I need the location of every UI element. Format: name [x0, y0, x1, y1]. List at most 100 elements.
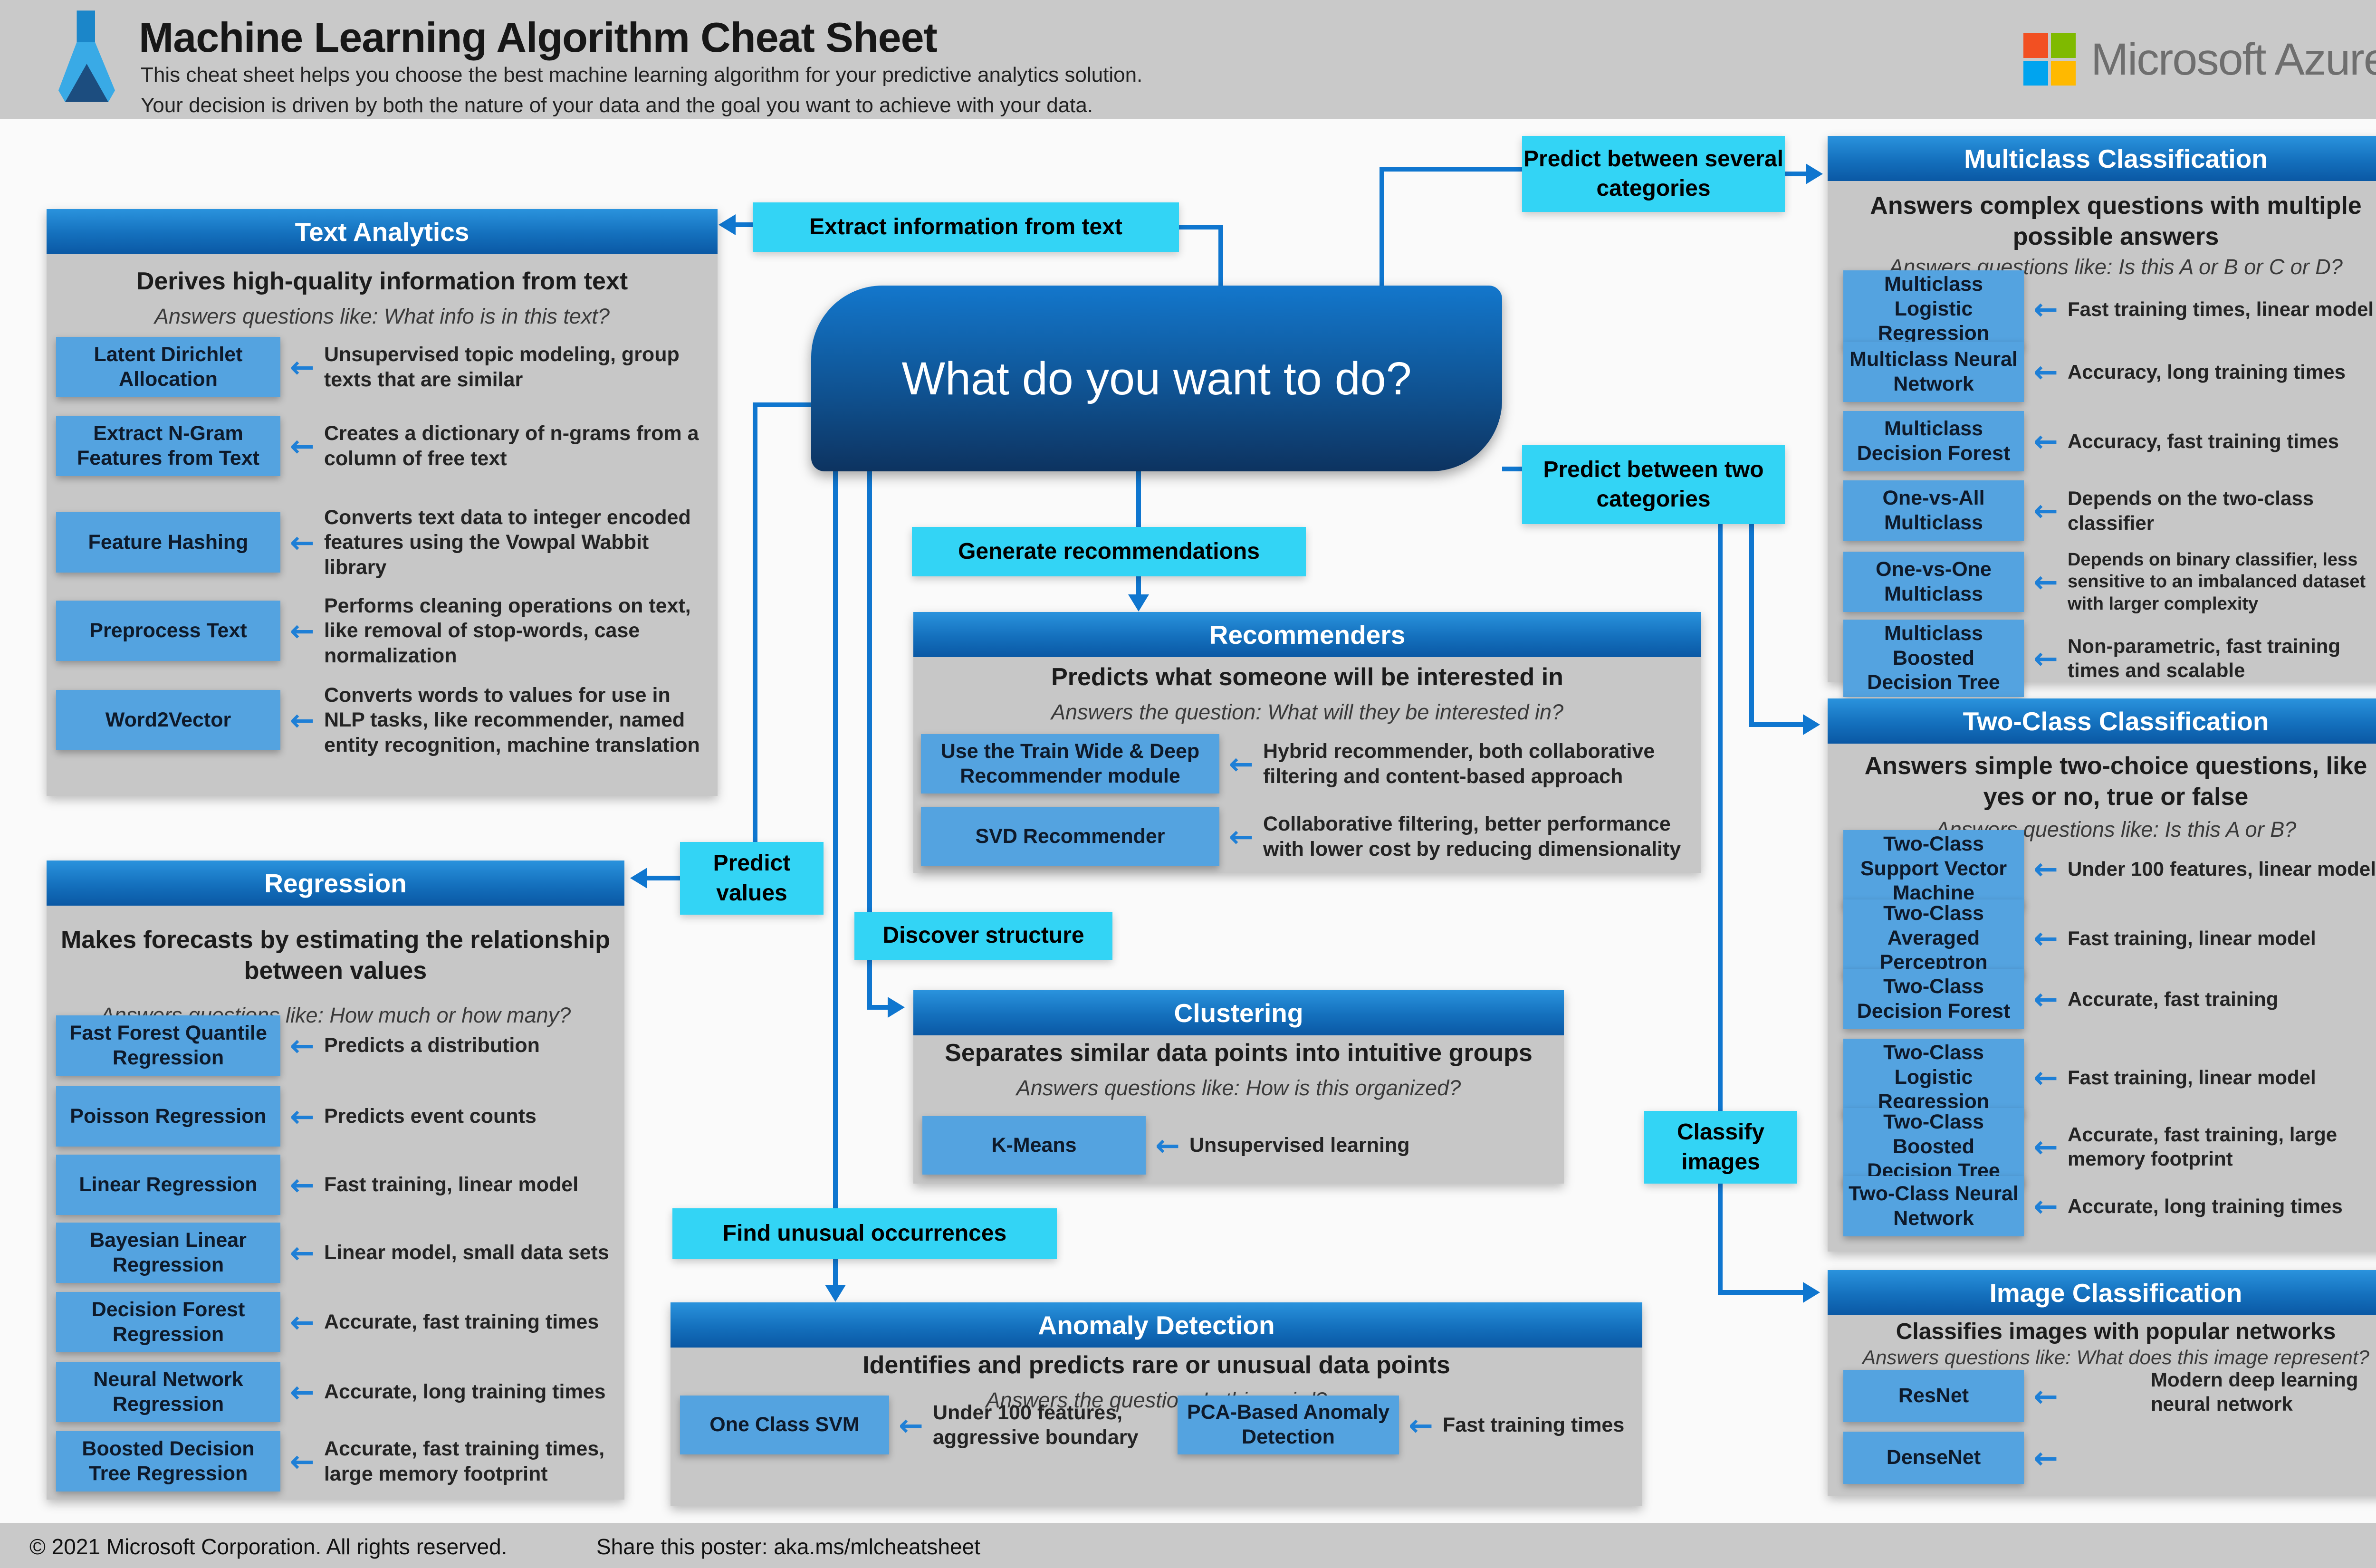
algo-row: Feature Hashing ← Converts text data to … [56, 505, 711, 580]
algorithm-button-feature-hashing[interactable]: Feature Hashing [56, 512, 280, 573]
algorithm-button-neural-network-regression[interactable]: Neural Network Regression [56, 1362, 280, 1422]
algo-row: Decision Forest Regression ← Accurate, f… [56, 1292, 618, 1352]
algo-row: Word2Vector ← Converts words to values f… [56, 683, 711, 757]
panel-description: Separates similar data points into intui… [945, 1039, 1533, 1067]
connector [753, 402, 757, 843]
algorithm-note: Unsupervised topic modeling, group texts… [324, 343, 680, 391]
algorithm-button-decision-forest-regression[interactable]: Decision Forest Regression [56, 1292, 280, 1352]
left-arrow-icon: ← [1229, 819, 1254, 854]
algorithm-note: Unsupervised learning [1189, 1134, 1410, 1157]
algo-row: Preprocess Text ← Performs cleaning oper… [56, 593, 711, 668]
algorithm-button-two-class-support-vector-machine[interactable]: Two-Class Support Vector Machine [1843, 830, 2024, 908]
algorithm-button-two-class-neural-network[interactable]: Two-Class Neural Network [1843, 1176, 2024, 1236]
algo-row: Two-Class Support Vector Machine ← Under… [1843, 830, 2376, 908]
algorithm-button-poisson-regression[interactable]: Poisson Regression [56, 1086, 280, 1147]
algorithm-note: Fast training times [1442, 1413, 1625, 1436]
ms-square-red [2023, 33, 2048, 58]
algorithm-note: Accurate, fast training, large memory fo… [2067, 1123, 2338, 1170]
panel-regression: Regression Makes forecasts by estimating… [47, 860, 624, 1500]
algorithm-note: Fast training, linear model [2067, 1066, 2316, 1089]
algorithm-button-densenet[interactable]: DenseNet [1843, 1432, 2024, 1484]
panel-question: Answers questions like: How is this orga… [1016, 1076, 1461, 1100]
panel-title: Recommenders [913, 612, 1701, 657]
algorithm-note: Under 100 features, aggressive boundary [932, 1401, 1139, 1449]
algorithm-note: Accuracy, fast training times [2067, 430, 2339, 452]
panel-description: Classifies images with popular networks [1896, 1319, 2336, 1344]
algorithm-note: Accurate, long training times [2067, 1195, 2343, 1217]
algorithm-note: Performs cleaning operations on text, li… [324, 594, 691, 667]
algorithm-button-word2vector[interactable]: Word2Vector [56, 690, 280, 751]
left-arrow-icon: ← [2033, 982, 2058, 1016]
connector [1380, 167, 1384, 287]
panel-description: Answers complex questions with multiple … [1870, 192, 2362, 250]
algo-row: Multiclass Neural Network ← Accuracy, lo… [1843, 342, 2376, 402]
algorithm-note: Depends on binary classifier, less sensi… [2067, 550, 2366, 614]
algo-row: Latent Dirichlet Allocation ← Unsupervis… [56, 337, 711, 397]
algorithm-button-multiclass-decision-forest[interactable]: Multiclass Decision Forest [1843, 411, 2024, 471]
connector [1136, 471, 1141, 528]
algorithm-button-one-vs-one-multiclass[interactable]: One-vs-One Multiclass [1843, 552, 2024, 612]
algorithm-button-one-vs-all-multiclass[interactable]: One-vs-All Multiclass [1843, 480, 2024, 541]
share-link-text[interactable]: Share this poster: aka.ms/mlcheatsheet [596, 1534, 980, 1559]
algorithm-note: Accuracy, long training times [2067, 360, 2346, 383]
algo-row: Neural Network Regression ← Accurate, lo… [56, 1362, 618, 1422]
page-title: Machine Learning Algorithm Cheat Sheet [139, 14, 938, 61]
panel-title: Two-Class Classification [1828, 698, 2376, 744]
algo-row: Use the Train Wide & Deep Recommender mo… [921, 734, 1695, 794]
algo-row: Bayesian Linear Regression ← Linear mode… [56, 1223, 618, 1283]
algorithm-button-multiclass-neural-network[interactable]: Multiclass Neural Network [1843, 342, 2024, 402]
flow-label-predict-values: Predict values [680, 842, 824, 915]
algorithm-button-preprocess-text[interactable]: Preprocess Text [56, 601, 280, 661]
algorithm-button-resnet[interactable]: ResNet [1843, 1370, 2024, 1422]
algorithm-button-linear-regression[interactable]: Linear Regression [56, 1155, 280, 1215]
algorithm-button-two-class-decision-forest[interactable]: Two-Class Decision Forest [1843, 969, 2024, 1029]
left-arrow-icon: ← [2033, 641, 2058, 676]
panel-text-analytics: Text Analytics Derives high-quality info… [47, 209, 718, 796]
algo-row: Two-Class Averaged Perceptron ← Fast tra… [1843, 899, 2376, 977]
algorithm-button-multiclass-logistic-regression[interactable]: Multiclass Logistic Regression [1843, 270, 2024, 348]
central-question-node: What do you want to do? [811, 286, 1502, 471]
algorithm-button-train-wide-deep-recommender[interactable]: Use the Train Wide & Deep Recommender mo… [921, 734, 1219, 794]
algorithm-note: Hybrid recommender, both collaborative f… [1263, 740, 1655, 788]
algorithm-button-fast-forest-quantile-regression[interactable]: Fast Forest Quantile Regression [56, 1015, 280, 1076]
ms-square-blue [2023, 61, 2048, 86]
algorithm-note: Accurate, fast training times, large mem… [324, 1437, 605, 1485]
left-arrow-icon: ← [290, 1099, 315, 1134]
panel-description: Predicts what someone will be interested… [1051, 663, 1563, 691]
algo-row: Multiclass Logistic Regression ← Fast tr… [1843, 270, 2376, 348]
algorithm-button-boosted-decision-tree-regression[interactable]: Boosted Decision Tree Regression [56, 1431, 280, 1492]
algorithm-button-bayesian-linear-regression[interactable]: Bayesian Linear Regression [56, 1223, 280, 1283]
left-arrow-icon: ← [290, 1375, 315, 1409]
arrowhead-into-multiclass [1806, 163, 1823, 184]
left-arrow-icon: ← [899, 1407, 923, 1443]
algorithm-button-extract-ngram-features[interactable]: Extract N-Gram Features from Text [56, 416, 280, 476]
algo-row: One-vs-One Multiclass ← Depends on binar… [1843, 549, 2376, 615]
algorithm-button-two-class-boosted-decision-tree[interactable]: Two-Class Boosted Decision Tree [1843, 1108, 2024, 1186]
connector [1749, 467, 1754, 727]
connector [1718, 1290, 1804, 1295]
panel-description: Answers simple two-choice questions, lik… [1864, 752, 2367, 811]
arrowhead-into-regression [630, 868, 647, 889]
algorithm-button-pca-based-anomaly-detection[interactable]: PCA-Based Anomaly Detection [1178, 1396, 1399, 1454]
algo-row: SVD Recommender ← Collaborative filterin… [921, 807, 1695, 866]
algorithm-button-k-means[interactable]: K-Means [922, 1116, 1146, 1175]
algorithm-button-multiclass-boosted-decision-tree[interactable]: Multiclass Boosted Decision Tree [1843, 620, 2024, 697]
panel-two-class-classification: Two-Class Classification Answers simple … [1828, 698, 2376, 1252]
connector [1718, 467, 1723, 1295]
panel-question: Answers questions like: What info is in … [154, 304, 610, 328]
algorithm-button-latent-dirichlet-allocation[interactable]: Latent Dirichlet Allocation [56, 337, 280, 397]
algorithm-button-two-class-averaged-perceptron[interactable]: Two-Class Averaged Perceptron [1843, 899, 2024, 977]
algo-row: Boosted Decision Tree Regression ← Accur… [56, 1431, 618, 1492]
algo-row: PCA-Based Anomaly Detection ← Fast train… [1178, 1396, 1634, 1454]
connector [833, 1259, 838, 1286]
algorithm-note: Fast training, linear model [324, 1173, 579, 1196]
algorithm-button-two-class-logistic-regression[interactable]: Two-Class Logistic Regression [1843, 1039, 2024, 1116]
algorithm-note: Accurate, long training times [324, 1380, 606, 1404]
left-arrow-icon: ← [2033, 493, 2058, 528]
algorithm-button-svd-recommender[interactable]: SVD Recommender [921, 807, 1219, 866]
panel-description: Identifies and predicts rare or unusual … [862, 1351, 1450, 1379]
connector [1749, 722, 1804, 727]
left-arrow-icon: ← [290, 429, 315, 463]
algo-row: Linear Regression ← Fast training, linea… [56, 1155, 618, 1215]
algorithm-button-one-class-svm[interactable]: One Class SVM [680, 1396, 889, 1454]
